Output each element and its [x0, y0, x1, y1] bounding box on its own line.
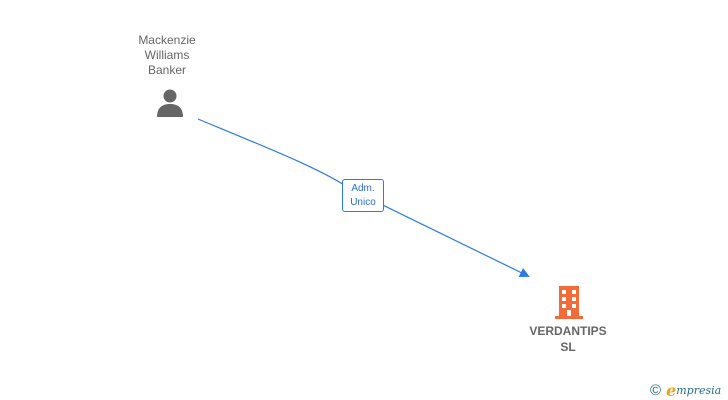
brand-first-letter: e	[666, 380, 677, 400]
role-label-line-1: Adm.	[351, 183, 375, 194]
company-name-line-2: SL	[560, 340, 576, 354]
company-name[interactable]: VERDANTIPS SL	[508, 323, 628, 355]
person-icon[interactable]	[155, 88, 185, 118]
company-name-line-1: VERDANTIPS	[529, 324, 607, 338]
brand-logo[interactable]: © e mpresia	[650, 380, 721, 400]
role-label-line-2: Unico	[350, 197, 376, 208]
person-name-line-1: Mackenzie	[138, 33, 196, 47]
role-label[interactable]: Adm. Unico	[342, 179, 384, 212]
person-name-line-2: Williams	[144, 48, 190, 62]
copyright-icon: ©	[650, 381, 662, 399]
person-name[interactable]: Mackenzie Williams Banker	[107, 33, 227, 78]
building-icon[interactable]	[553, 284, 585, 320]
brand-rest: mpresia	[676, 383, 722, 397]
person-name-line-3: Banker	[147, 63, 187, 77]
